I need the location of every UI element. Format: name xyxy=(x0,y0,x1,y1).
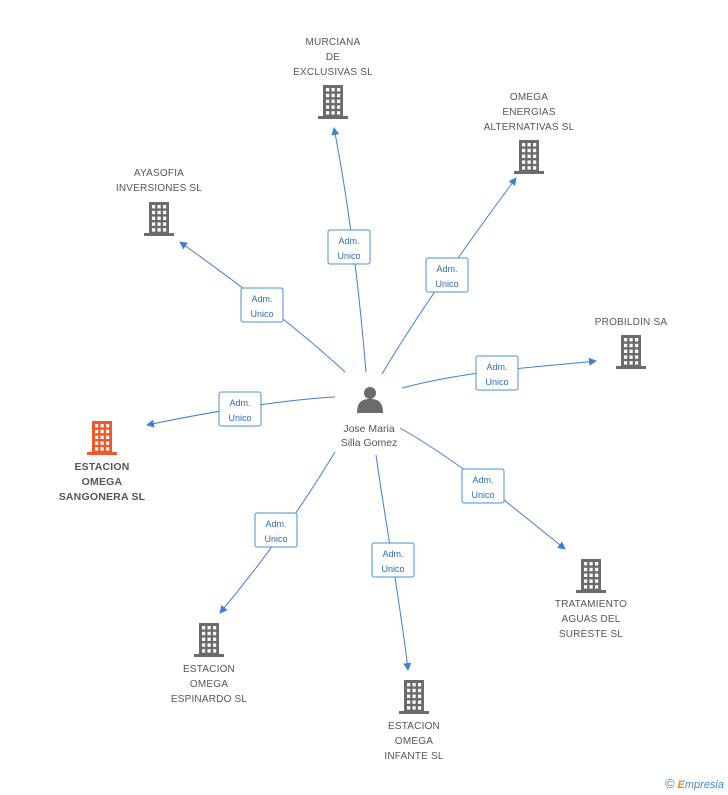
company-label: ALTERNATIVAS SL xyxy=(484,122,575,133)
role-badge[interactable]: Adm. Unico xyxy=(254,512,298,548)
company-label: SANGONERA SL xyxy=(59,491,146,503)
company-label: ESTACION xyxy=(388,721,440,732)
role-badge-text: Unico xyxy=(228,413,251,423)
person-label: Jose Maria xyxy=(343,423,395,435)
company-label: INFANTE SL xyxy=(384,751,443,762)
company-label: EXCLUSIVAS SL xyxy=(293,67,373,78)
edge-murciana: Adm. Unico xyxy=(327,127,371,373)
role-badge-text: Adm. xyxy=(382,549,403,559)
edge-ayasofia: Adm. Unico xyxy=(179,241,346,373)
role-badge-box xyxy=(240,287,284,323)
role-badge-box xyxy=(254,512,298,548)
company-label: DE xyxy=(326,52,340,63)
company-label: SURESTE SL xyxy=(559,629,623,640)
role-badge-text: Unico xyxy=(485,377,508,387)
company-label: AGUAS DEL xyxy=(561,614,620,625)
company-node-espinardo[interactable]: ESTACION OMEGA ESPINARDO SL xyxy=(171,623,248,705)
role-badge[interactable]: Adm. Unico xyxy=(218,391,262,427)
company-label: PROBILDIN SA xyxy=(595,317,668,328)
brand-initial: E xyxy=(677,779,685,791)
company-label: ESTACION xyxy=(74,461,129,473)
nodes-layer: MURCIANA DE EXCLUSIVAS SL OMEGA ENERGIAS ALTE… xyxy=(59,37,668,762)
role-badge-box xyxy=(475,355,519,391)
company-label: ENERGIAS xyxy=(502,107,555,118)
building-icon xyxy=(194,623,224,657)
role-badge-text: Adm. xyxy=(265,519,286,529)
building-icon xyxy=(87,421,117,455)
person-icon xyxy=(357,387,383,413)
role-badge-box xyxy=(218,391,262,427)
role-badge-text: Unico xyxy=(471,490,494,500)
role-badge-text: Adm. xyxy=(251,294,272,304)
role-badge-text: Adm. xyxy=(229,398,250,408)
role-badge[interactable]: Adm. Unico xyxy=(327,229,371,265)
building-icon xyxy=(318,85,348,119)
edge-tratamiento: Adm. Unico xyxy=(399,427,566,550)
company-node-probildin[interactable]: PROBILDIN SA xyxy=(595,317,668,369)
role-badge-text: Unico xyxy=(264,534,287,544)
role-badge-text: Adm. xyxy=(486,362,507,372)
company-label: OMEGA xyxy=(190,679,228,690)
role-badge[interactable]: Adm. Unico xyxy=(371,542,415,578)
edge-omega-energias: Adm. Unico xyxy=(381,177,517,375)
company-node-tratamiento[interactable]: TRATAMIENTO AGUAS DEL SURESTE SL xyxy=(555,559,627,640)
building-icon xyxy=(616,335,646,369)
person-label: Silla Gomez xyxy=(341,437,398,449)
edge-espinardo: Adm. Unico xyxy=(219,451,336,614)
company-label: TRATAMIENTO xyxy=(555,599,627,610)
company-label: MURCIANA xyxy=(306,37,361,48)
edges-layer: Adm.UnicoAdm.UnicoAdm.UnicoAdm.UnicoAdm.… xyxy=(146,127,597,671)
role-badge-text: Unico xyxy=(435,279,458,289)
building-icon xyxy=(576,559,606,593)
role-badge[interactable]: Adm. Unico xyxy=(425,257,469,293)
empresia-watermark[interactable]: ©Empresia xyxy=(665,776,724,791)
brand-name: mpresia xyxy=(684,779,724,791)
company-label: AYASOFIA xyxy=(134,168,184,179)
company-node-sangonera[interactable]: ESTACION OMEGA SANGONERA SL xyxy=(59,421,146,503)
copyright-icon: © xyxy=(664,776,675,791)
role-badge-text: Unico xyxy=(381,564,404,574)
edge-probildin: Adm. Unico xyxy=(401,355,597,391)
company-node-ayasofia[interactable]: AYASOFIA INVERSIONES SL xyxy=(116,168,202,236)
role-badge-text: Adm. xyxy=(472,475,493,485)
company-label: OMEGA xyxy=(395,736,433,747)
role-badge-box xyxy=(425,257,469,293)
company-node-omega-energias[interactable]: OMEGA ENERGIAS ALTERNATIVAS SL xyxy=(484,92,575,174)
building-icon xyxy=(144,202,174,236)
role-badge-box xyxy=(327,229,371,265)
edge-sangonera: Adm. Unico xyxy=(146,391,336,428)
role-badge-box xyxy=(371,542,415,578)
edge-infante: Adm. Unico xyxy=(371,454,415,671)
company-label: ESTACION xyxy=(183,664,235,675)
company-label: OMEGA xyxy=(510,92,548,103)
role-badge-text: Adm. xyxy=(436,264,457,274)
role-badge-text: Adm. xyxy=(338,236,359,246)
company-node-murciana[interactable]: MURCIANA DE EXCLUSIVAS SL xyxy=(293,37,373,119)
role-badge-text: Unico xyxy=(337,251,360,261)
company-node-infante[interactable]: ESTACION OMEGA INFANTE SL xyxy=(384,680,444,762)
building-icon xyxy=(514,140,544,174)
company-label: INVERSIONES SL xyxy=(116,183,202,194)
role-badge-box xyxy=(461,468,505,504)
role-badge[interactable]: Adm. Unico xyxy=(240,287,284,323)
building-icon xyxy=(399,680,429,714)
company-label: OMEGA xyxy=(82,476,123,488)
role-badge-text: Unico xyxy=(250,309,273,319)
company-label: ESPINARDO SL xyxy=(171,694,248,705)
role-badge[interactable]: Adm. Unico xyxy=(461,468,505,504)
role-badge[interactable]: Adm. Unico xyxy=(475,355,519,391)
